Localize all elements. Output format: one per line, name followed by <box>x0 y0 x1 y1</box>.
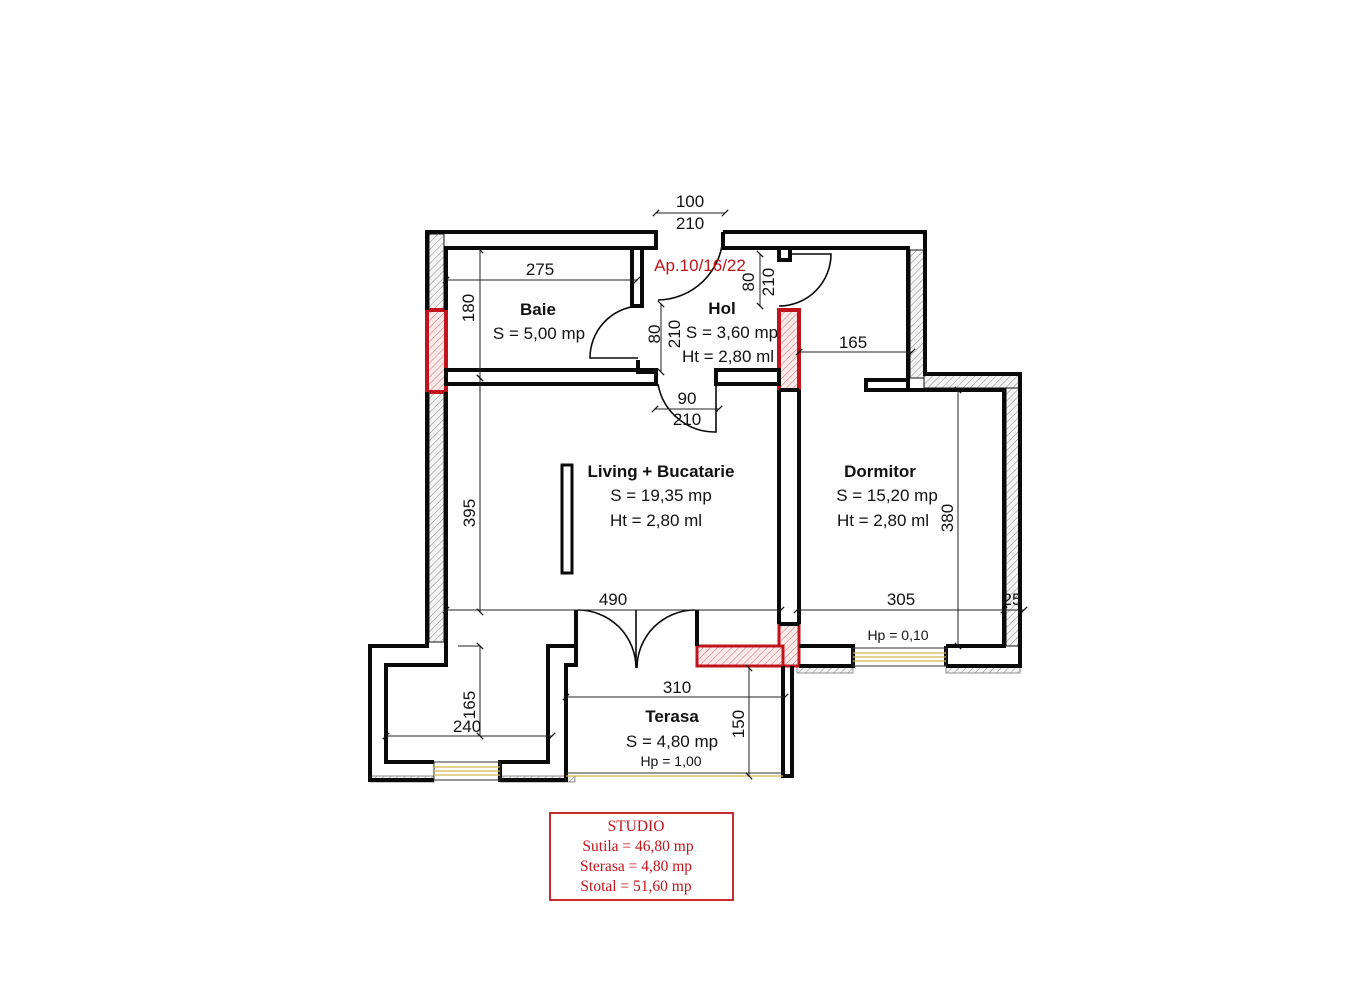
room-living-height: Ht = 2,80 ml <box>610 511 702 530</box>
dim-hol-door-height: 210 <box>759 268 778 296</box>
door-entry <box>657 232 724 301</box>
room-baie: Baie S = 5,00 mp <box>493 300 585 343</box>
room-hol-name: Hol <box>708 299 735 318</box>
dim-loggia-depth: 165 <box>460 691 479 719</box>
dim-entry-door-height: 210 <box>676 214 704 233</box>
room-terasa-name: Terasa <box>645 707 699 726</box>
area-summary-box: STUDIO Sutila = 46,80 mp Sterasa = 4,80 … <box>549 812 734 901</box>
dim-baie-door-height: 210 <box>665 320 684 348</box>
room-hol-area: S = 3,60 mp <box>686 323 778 342</box>
door-terasa-double <box>577 609 696 669</box>
window-dormitor <box>852 647 947 667</box>
dim-living-door-width: 90 <box>678 389 697 408</box>
room-dormitor-height: Ht = 2,80 ml <box>837 511 929 530</box>
room-living-area: S = 19,35 mp <box>610 486 712 505</box>
room-baie-area: S = 5,00 mp <box>493 324 585 343</box>
room-living-name: Living + Bucatarie <box>588 462 735 481</box>
door-hol-dormitor <box>778 253 832 307</box>
summary-terrace: Sterasa = 4,80 mp <box>580 858 692 875</box>
dim-loggia-width: 240 <box>453 717 481 736</box>
dim-terasa-width: 310 <box>663 678 691 697</box>
summary-usable: Sutila = 46,80 mp <box>582 838 693 855</box>
dim-living-depth: 395 <box>460 499 479 527</box>
dim-living-door-height: 210 <box>673 410 701 429</box>
door-living <box>657 383 717 433</box>
window-loggia <box>433 761 501 781</box>
room-living: Living + Bucatarie S = 19,35 mp Ht = 2,8… <box>588 462 735 530</box>
dim-baie-width: 275 <box>526 260 554 279</box>
dim-wall-offset: 25 <box>1003 590 1022 609</box>
room-terasa: Terasa S = 4,80 mp Hp = 1,00 <box>626 707 718 769</box>
dim-baie-door-width: 80 <box>645 325 664 344</box>
window-terasa <box>566 772 783 777</box>
dimension-labels: 100 210 275 180 80 210 80 210 90 210 165… <box>453 192 1022 738</box>
room-hol-height: Ht = 2,80 ml <box>682 347 774 366</box>
dim-living-width: 490 <box>599 590 627 609</box>
room-baie-name: Baie <box>520 300 556 319</box>
dim-entry-door-width: 100 <box>676 192 704 211</box>
room-dormitor-name: Dormitor <box>844 462 916 481</box>
room-dormitor-area: S = 15,20 mp <box>836 486 938 505</box>
dim-baie-depth: 180 <box>459 294 478 322</box>
door-baie <box>589 305 639 359</box>
summary-title: STUDIO <box>608 818 665 835</box>
dim-hol-door-width: 80 <box>739 273 758 292</box>
room-terasa-area: S = 4,80 mp <box>626 732 718 751</box>
room-dormitor: Dormitor S = 15,20 mp Ht = 2,80 ml <box>836 462 938 530</box>
modified-walls <box>425 308 801 668</box>
dim-window-parapet: Hp = 0,10 <box>867 627 928 643</box>
dim-terasa-depth: 150 <box>729 710 748 738</box>
dim-dormitor-top: 165 <box>839 333 867 352</box>
apartment-label: Ap.10/16/22 <box>654 256 746 275</box>
room-terasa-parapet: Hp = 1,00 <box>640 753 701 769</box>
dimension-lines <box>382 209 1028 780</box>
summary-total: Stotal = 51,60 mp <box>580 878 691 895</box>
room-hol: Hol S = 3,60 mp Ht = 2,80 ml <box>682 299 778 366</box>
dim-dormitor-depth: 380 <box>938 504 957 532</box>
dim-dormitor-width: 305 <box>887 590 915 609</box>
